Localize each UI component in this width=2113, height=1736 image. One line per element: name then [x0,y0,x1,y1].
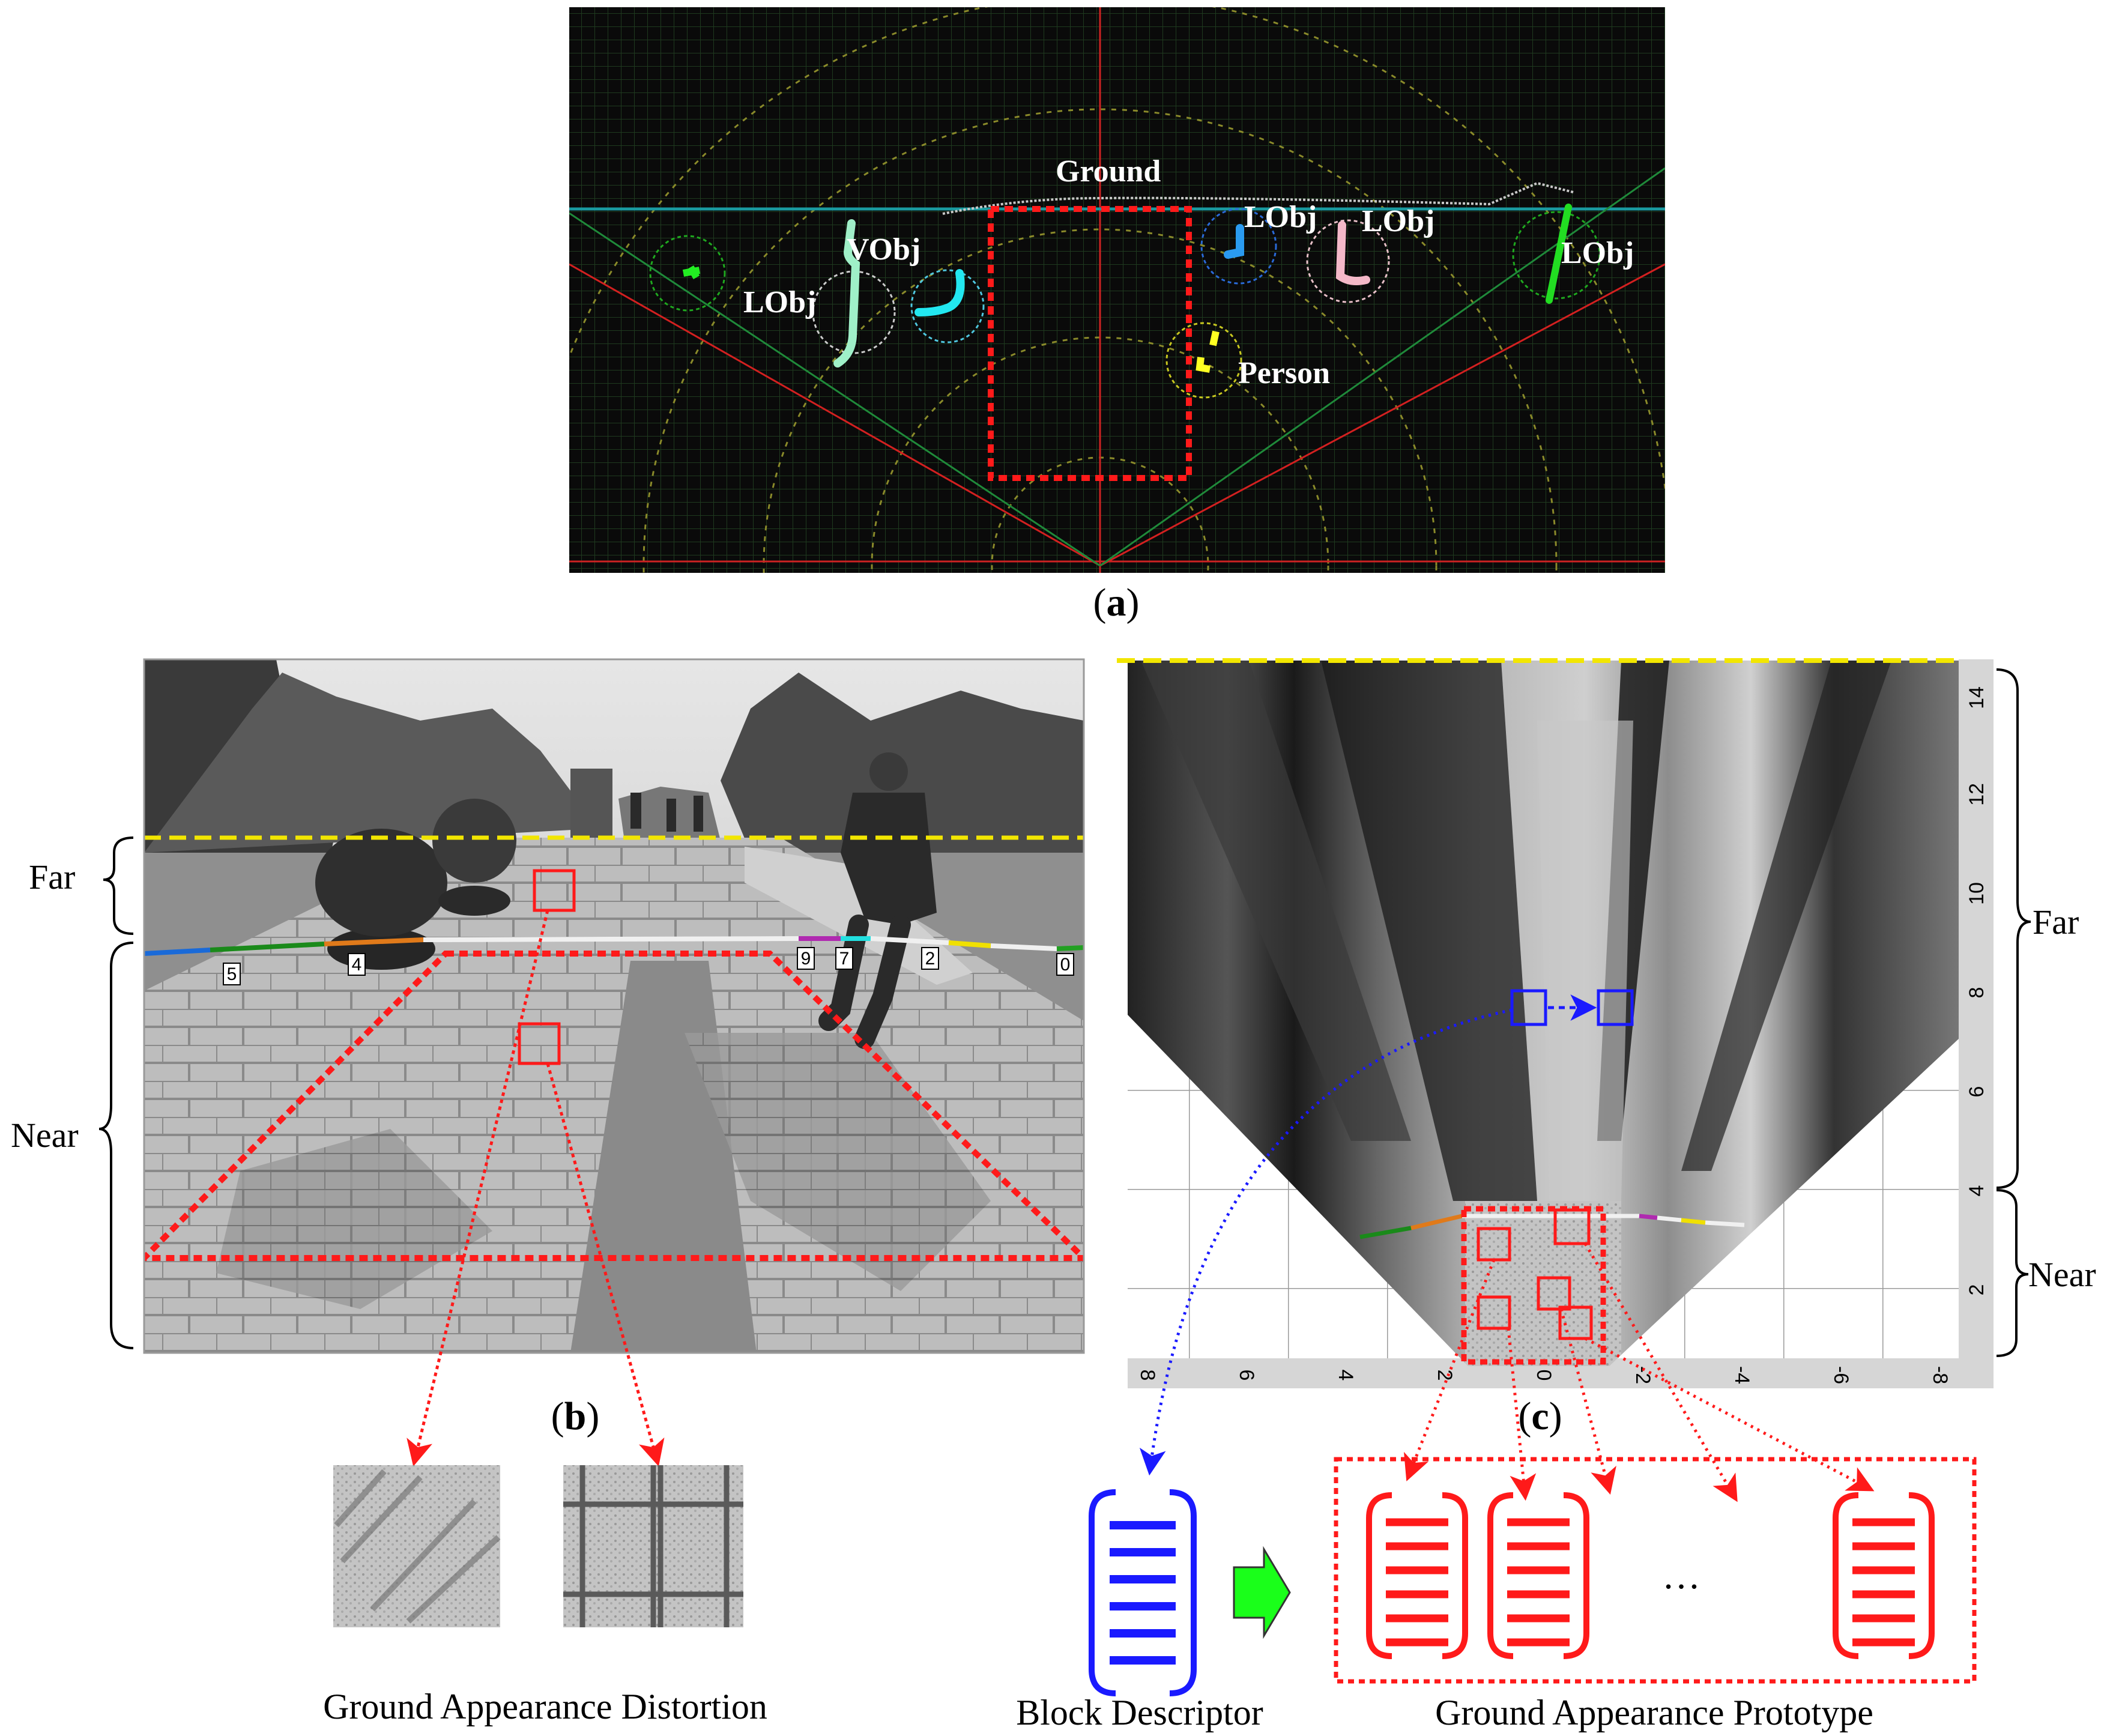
object-points-person [1196,330,1220,373]
far-brace [103,836,134,935]
green-arrow-icon [1233,1546,1291,1639]
object-points-vobj [833,219,860,367]
object-points-pink [1335,221,1370,285]
label-person: Person [1238,356,1330,390]
x-tick-labels: 8 6 4 2 0 -2 -4 -6 -8 [1136,1366,1951,1384]
marker-label: 5 [227,964,237,984]
distance-markers: 5 4 9 7 2 0 [223,947,1074,985]
object-points-green [682,265,701,280]
pedestrians-distant [630,793,703,832]
sidewalk-dark-tiles-left [216,1129,492,1309]
sample-block-near [518,1022,561,1065]
marker-label: 0 [1060,955,1071,975]
svg-text:14: 14 [1965,686,1988,709]
crop-distorted [333,1465,501,1627]
caption-ground-appearance-distortion: Ground Appearance Distortion [323,1687,767,1726]
svg-text:6: 6 [1965,1086,1988,1098]
planter-shrub [315,829,447,937]
svg-text:4: 4 [1965,1185,1988,1197]
svg-text:2: 2 [1433,1370,1456,1381]
label-vobj: VObj [847,232,920,267]
object-circle-green-right [1512,211,1601,300]
marker-label: 4 [352,955,362,975]
label-lobj-left: LObj [743,285,816,319]
label-far-b: Far [29,857,75,897]
caption-a: (a) [1093,581,1140,625]
blue-block-target [1597,989,1634,1026]
arrow-to-block-descriptor [1139,1008,1513,1476]
ground-points [942,181,1574,215]
camera-frame [143,658,1085,1354]
fov-right-green [1099,167,1665,567]
arrows-to-prototypes [1404,1242,1875,1502]
svg-text:10: 10 [1965,882,1988,905]
caption-ground-appearance-prototype: Ground Appearance Prototype [1435,1693,1873,1732]
arrow-to-crop-far [407,910,549,1467]
label-lobj-right: LObj [1561,236,1634,270]
y-axis-strip [1959,659,1994,1378]
caption-c: (c) [1518,1394,1562,1438]
object-points-green-right [1546,204,1572,304]
svg-text:6: 6 [1235,1370,1258,1381]
object-points-blue [1224,224,1244,259]
svg-text:4: 4 [1334,1370,1357,1381]
svg-text:2: 2 [1965,1284,1988,1296]
label-ground: Ground [1056,154,1161,189]
label-near-c: Near [2028,1255,2096,1294]
object-circle-cyan [910,269,985,343]
distant-building [570,769,612,841]
crop-undistorted [563,1465,743,1627]
distance-line-c [1359,1214,1745,1239]
lidar-grid [569,7,1665,573]
svg-text:0: 0 [1532,1370,1555,1381]
caption-b: (b) [551,1394,600,1438]
panel-c: 2 4 6 8 10 12 14 8 6 4 2 0 -2 -4 -6 -8 F… [1016,658,2096,1732]
svg-text:8: 8 [1136,1370,1159,1381]
block-descriptor-icon [1089,1489,1197,1696]
object-points-cyan [914,269,965,316]
object-circle-blue [1200,208,1277,285]
near-region-box-c [1461,1206,1606,1365]
label-lobj-mid1: LObj [1244,200,1317,234]
caption-block-descriptor: Block Descriptor [1016,1693,1263,1732]
object-circle-person [1165,322,1242,399]
marker-label: 9 [801,949,811,969]
near-brace-c [1996,1189,2029,1357]
label-far-c: Far [2033,903,2079,942]
region-of-interest-box [988,206,1192,481]
near-region-trapezoid [144,951,1084,1261]
object-circle-green [649,235,726,312]
panel-b: 5 4 9 7 2 0 Far Near [11,658,1085,1726]
trees-right [721,673,1084,901]
fov-left-green [569,212,1101,567]
svg-text:-4: -4 [1731,1366,1753,1384]
y-tick-labels: 2 4 6 8 10 12 14 [1965,686,1988,1295]
planter-pot-2 [438,886,510,916]
planter-shrub-2 [432,799,516,883]
fov-left-red [569,263,1101,567]
label-near-b: Near [11,1116,79,1155]
far-brace-c [1996,668,2031,1189]
svg-text:8: 8 [1965,987,1988,999]
prototype-item [1487,1492,1589,1659]
object-circle-pink [1306,219,1390,303]
near-brace [98,942,134,1349]
panel-a: Ground VObj LObj LObj LObj LObj Person (… [569,7,1665,625]
prototype-box [1334,1457,1977,1684]
fov-right-red [1099,263,1665,567]
prototype-ellipsis: … [1662,1554,1700,1597]
marker-label: 2 [925,949,936,969]
prototype-item [1833,1492,1935,1659]
prototype-item [1366,1492,1468,1659]
distance-line [144,936,1084,956]
svg-text:-8: -8 [1929,1366,1951,1384]
blue-block-source [1510,989,1547,1026]
marker-label: 7 [839,949,850,969]
label-lobj-mid2: LObj [1362,204,1434,238]
svg-text:12: 12 [1965,783,1988,806]
sample-block-far [533,869,576,912]
svg-text:-6: -6 [1830,1366,1852,1384]
